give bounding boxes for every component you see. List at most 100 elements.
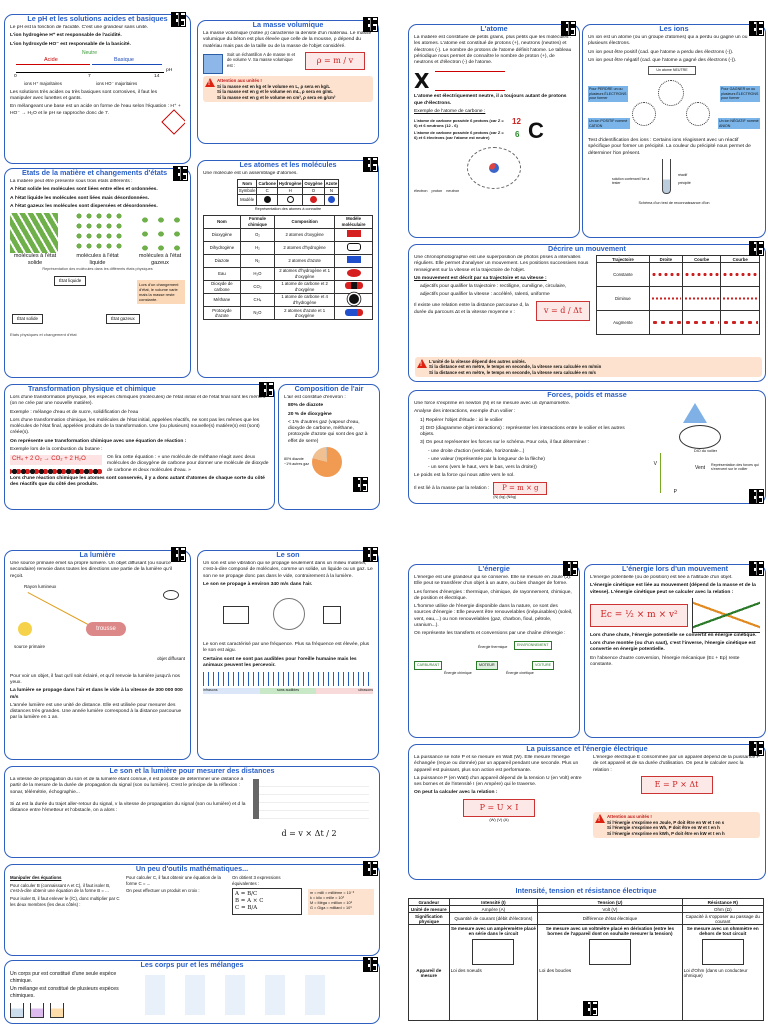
carbon-atom-model-icon <box>467 147 521 190</box>
qr-code-icon <box>353 477 368 492</box>
sound-experiment-icon <box>203 590 373 642</box>
ph-axis-label: pH <box>166 67 173 73</box>
gain-electrons-box: Pour GAGNER un ou plusieurs ÉLECTRONS po… <box>720 86 760 102</box>
corps-p1: Un corps pur est constitué d'une seule e… <box>10 971 117 984</box>
lose-electrons-box: Pour PERDRE un ou plusieurs ÉLECTRONS po… <box>588 86 628 102</box>
ph-p1: Le pH est la fonction de l'acidité. C'es… <box>10 25 149 30</box>
energie-mvt-p2: L'énergie cinétique est liée au mouvemen… <box>590 583 756 595</box>
chain-env: ENVIRONNEMENT <box>514 641 552 650</box>
qr-code-icon <box>259 382 274 397</box>
carbon-atom-icon <box>263 195 271 203</box>
ph-title: Le pH et les solutions acides et basique… <box>24 15 171 23</box>
outils-p1: Manipuler des équations <box>10 875 62 880</box>
forces-card: Forces, poids et masse Une force s'expri… <box>408 390 766 504</box>
masse-w3: Si la masse est en g et le volume en mL,… <box>217 89 333 95</box>
page-bottom-left: La lumière Une source primaire émet sa p… <box>0 514 382 1024</box>
pencil-case-icon: trousse <box>86 621 126 636</box>
corps-p2: Un mélange est constitué de plusieurs es… <box>10 986 119 999</box>
qr-code-icon <box>749 241 764 256</box>
air-l2: 20 % de dioxygène <box>288 411 332 417</box>
lumiere-p3: La lumière se propage dans l'air et dans… <box>10 688 183 700</box>
etats-cap2: Etats physiques et changement d'état <box>10 331 77 337</box>
forces-s3b: - une valeur (représentée par la longueu… <box>428 456 545 462</box>
legend-proton: proton <box>431 189 443 194</box>
etats-title: Etats de la matière et changements d'éta… <box>19 169 171 177</box>
qr-code-icon <box>749 741 764 756</box>
ch4-model-icon <box>348 294 359 305</box>
ph-base-label: Basique <box>114 56 134 63</box>
qr-code-icon <box>749 21 764 36</box>
air-legend-2: ~1% autres gaz <box>284 461 310 466</box>
etats-l2: A l'état liquide les molécules sont liée… <box>10 195 150 201</box>
ions-p2: Un ion peut être positif (cad. que l'ato… <box>588 49 734 55</box>
ohmmeter-icon <box>701 938 744 965</box>
carbon-symbol: C <box>528 118 544 144</box>
atomes-p1: Une molécule est un assemblage d'atomes. <box>203 171 298 176</box>
corps-card: Les corps pur et les mélanges Un corps p… <box>4 960 380 1024</box>
forces-p2: Analyse des interactions, exemple d'un v… <box>414 409 516 415</box>
chain-e2: Énergie cinétique <box>506 671 534 676</box>
prefixes-box: m = milli = millième = 10⁻³ k = kilo = m… <box>308 889 374 916</box>
etats-p1: La matière peut être présente sous trois… <box>10 179 133 184</box>
transfo-expl: On lira cette équation : « une molécule … <box>107 455 269 473</box>
ions-diagram: Un atome NEUTRE Pour PERDRE un ou plusie… <box>588 66 760 138</box>
puissance-units: (W) (V) (A) <box>489 816 509 822</box>
outils-p5: On peut effectuer un produit en croix : <box>126 888 200 894</box>
puissance-warning: Attention aux unités ! Si l'énergie s'ex… <box>593 812 760 839</box>
chain-fuel: CARBURANT <box>414 661 443 670</box>
test-tube-icon <box>662 158 671 194</box>
energie-mvt-p1: L'énergie potentielle (ou de position) e… <box>590 575 733 580</box>
eye-icon <box>163 589 179 600</box>
air-pie-chart <box>312 446 343 477</box>
masse-formula: ρ = m / v <box>305 51 365 71</box>
qr-code-icon <box>171 547 186 562</box>
frequency-scale: infrasons sons audibles ultrasons <box>203 688 373 695</box>
outils-title: Un peu d'outils mathématiques... <box>132 865 252 873</box>
outils-p6: On obtient 3 expressions équivalentes : <box>232 875 281 886</box>
energie-p3: L'homme utilise de l'énergie disponible … <box>414 604 573 628</box>
chain-e3: Énergie thermique <box>478 645 508 650</box>
chain-e1: Énergie chimique <box>444 671 472 676</box>
air-card: Composition de l'air L'air est constitué… <box>278 384 380 510</box>
cation-box: Un ion POSITIF nommé CATION <box>588 118 630 130</box>
motion-dots-icon <box>650 273 681 276</box>
ph-p5: En mélangeant une base est un acide on f… <box>10 104 181 116</box>
etats-cap: Représentation des molécules dans les di… <box>42 267 153 272</box>
energie-p4: On représente les transferts et conversi… <box>414 631 566 637</box>
legend-neutron: neutron <box>446 189 460 194</box>
puissance-p1: La puissance se note P et se mesure en W… <box>414 755 579 773</box>
masse-w1: Attention aux unités ! <box>217 78 262 84</box>
beakers-icon <box>10 1002 120 1018</box>
lumiere-title: La lumière <box>76 551 119 559</box>
mouvement-l1: adjectifs pour qualifier la trajectoire … <box>420 284 567 290</box>
chain-car: VOITURE <box>532 661 554 670</box>
ph-tick-14: 14 <box>154 73 160 79</box>
distances-card: Le son et la lumière pour mesurer des di… <box>4 766 380 858</box>
sonar-icon <box>253 779 369 819</box>
atome-ex: Exemple de l'atome de carbone : <box>414 108 486 114</box>
forces-p4: Il est lié à la masse par la relation : <box>414 486 490 492</box>
equivalent-equations: A = B/C B = A × C C = B/A <box>232 888 302 916</box>
ec-formula: Ec = ½ × m × v² <box>590 603 688 628</box>
hydrogen-atom-icon <box>286 195 294 203</box>
qr-code-icon <box>363 17 378 32</box>
energie-mvt-p3: Lors d'une chute, l'énergie potentielle … <box>590 632 757 638</box>
source-label: source primaire <box>14 643 46 649</box>
ph-p2: L'ion hydrogène H⁺ est responsable de l'… <box>10 33 122 39</box>
poids-units: (N) (kg) (N/kg) <box>493 494 517 499</box>
scale-ultrasons: ultrasons <box>316 688 373 695</box>
energie-mouvement-card: L'énergie lors d'un mouvement L'énergie … <box>584 564 766 738</box>
lumiere-p4: L'année lumière est une unité de distanc… <box>10 702 182 721</box>
atome-c2: L'atome de carbone possède 6 protons (ca… <box>414 130 504 141</box>
mouvement-l2: adjectifs pour qualifier la vitesse : ac… <box>420 292 550 298</box>
ions-title: Les ions <box>656 25 692 33</box>
legend-electron: électron <box>414 189 428 194</box>
masse-volumique-card: La masse volumique La masse volumique (n… <box>197 20 379 144</box>
qr-code-icon <box>749 489 764 504</box>
ammeter-circuit-icon <box>472 938 515 965</box>
atome-title: L'atome <box>477 25 511 33</box>
mouvement-card: Décrire un mouvement Une chronophotograp… <box>408 244 766 382</box>
cube-icon <box>203 53 223 74</box>
